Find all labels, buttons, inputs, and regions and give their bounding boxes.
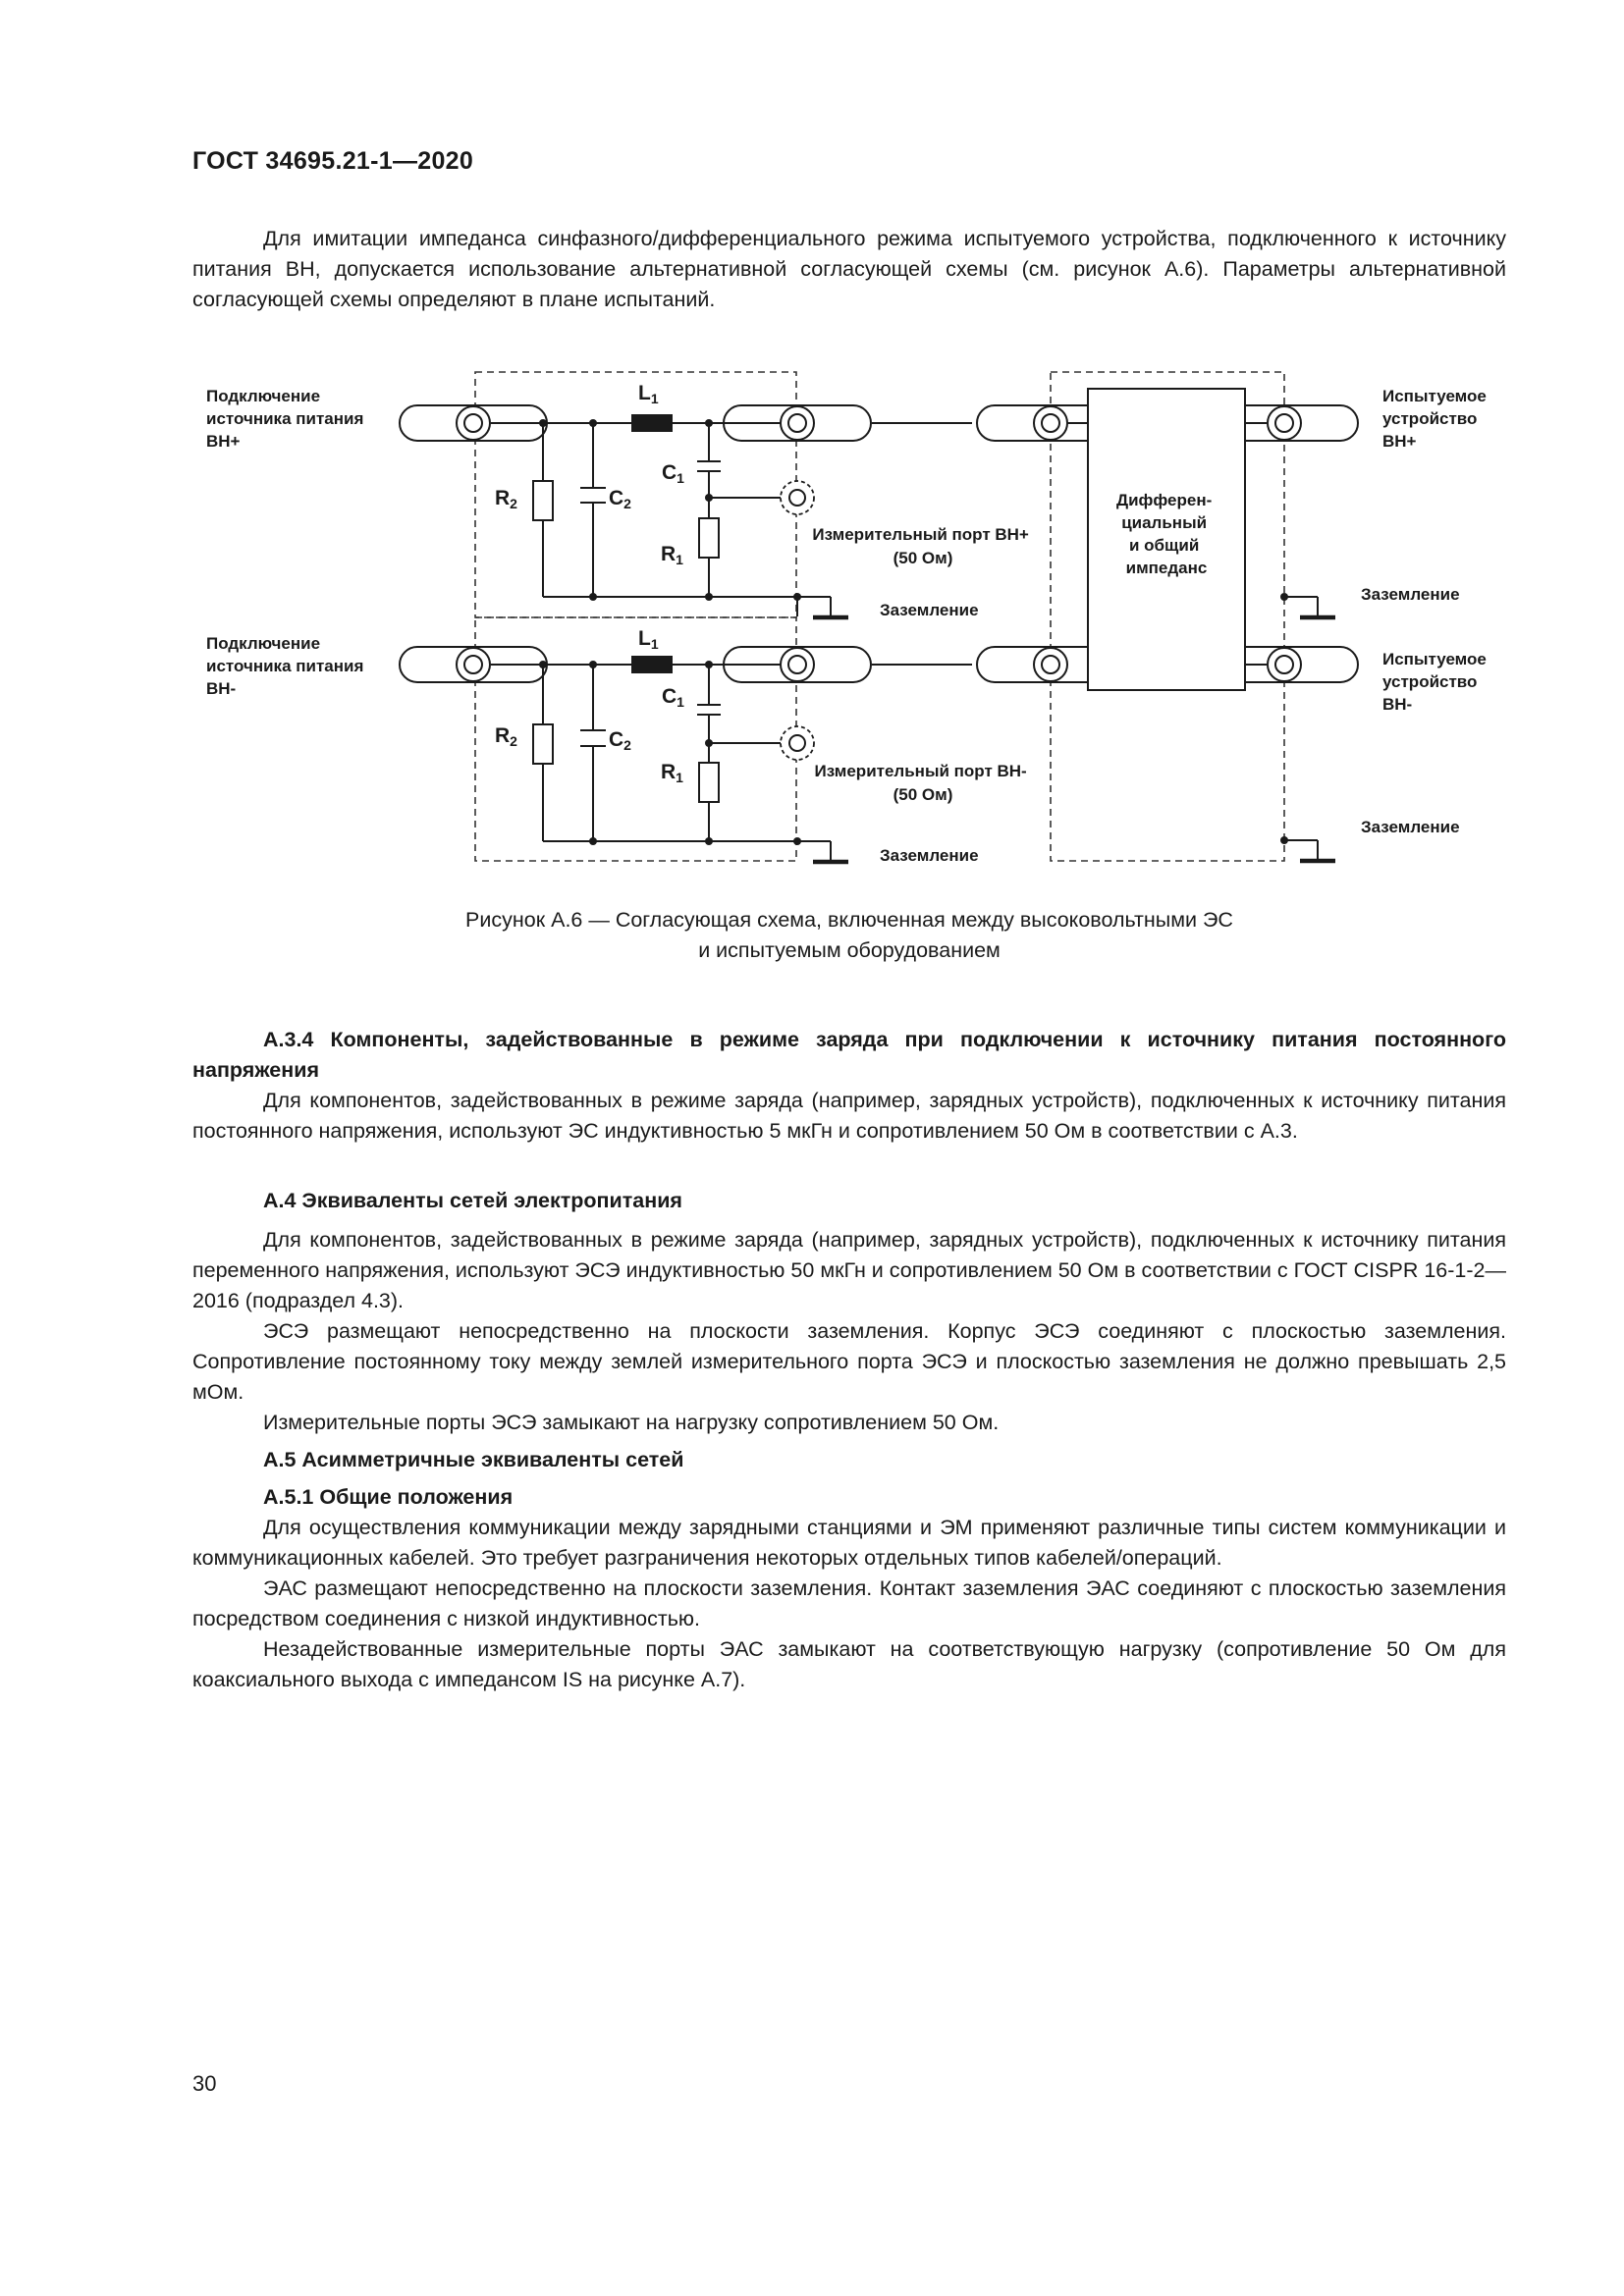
label-r2-plus: R2 bbox=[495, 487, 517, 511]
caption-line-2: и испытуемым оборудованием bbox=[698, 938, 1001, 962]
dashed-box-plus bbox=[474, 371, 797, 618]
inductor-l1-plus bbox=[631, 414, 673, 432]
label-l1-minus: L1 bbox=[638, 627, 659, 652]
resistor-r2-minus bbox=[532, 723, 554, 765]
section-a51-body: Для осуществления коммуникации между зар… bbox=[192, 1513, 1506, 1695]
label-l1-plus: L1 bbox=[638, 382, 659, 406]
ground-symbol-dut-plus bbox=[1280, 593, 1335, 617]
a4-paragraph-2: ЭСЭ размещают непосредственно на плоскос… bbox=[192, 1319, 1506, 1404]
section-a51-title: А.5.1 Общие положения bbox=[263, 1485, 514, 1509]
a34-paragraph-1: Для компонентов, задействованных в режим… bbox=[192, 1089, 1506, 1143]
label-ground-dut-plus: Заземление bbox=[1361, 585, 1460, 604]
section-a34-body: Для компонентов, задействованных в режим… bbox=[192, 1086, 1506, 1147]
impedance-box bbox=[1087, 388, 1246, 691]
section-a5-title: А.5 Асимметричные эквиваленты сетей bbox=[263, 1448, 684, 1471]
label-r1-plus: R1 bbox=[661, 543, 683, 567]
figure-a6-schematic: Дифферен- циальный и общий импеданс L1 C… bbox=[206, 371, 1491, 865]
label-r1-minus: R1 bbox=[661, 761, 683, 785]
measurement-port-connector-minus bbox=[780, 725, 815, 761]
label-r2-minus: R2 bbox=[495, 724, 517, 749]
label-c2-minus: C2 bbox=[609, 728, 631, 753]
figure-caption: Рисунок А.6 — Согласующая схема, включен… bbox=[192, 905, 1506, 966]
section-a4-body: Для компонентов, задействованных в режим… bbox=[192, 1225, 1506, 1438]
circuit-plus bbox=[491, 422, 1267, 616]
label-source-minus: Подключение источника питания ВН- bbox=[206, 634, 368, 698]
label-c1-minus: C1 bbox=[662, 685, 684, 710]
section-a34-title: А.3.4 Компоненты, задействованные в режи… bbox=[192, 1028, 1506, 1082]
resistor-r1-plus bbox=[698, 517, 720, 559]
section-a4-title: А.4 Эквиваленты сетей электропитания bbox=[263, 1189, 682, 1212]
document-header: ГОСТ 34695.21-1—2020 bbox=[192, 147, 474, 175]
label-dut-plus: Испытуемое устройство ВН+ bbox=[1382, 387, 1491, 451]
intro-text: Для имитации импеданса синфазного/диффер… bbox=[192, 227, 1506, 311]
a51-paragraph-1: Для осуществления коммуникации между зар… bbox=[192, 1516, 1506, 1570]
a4-paragraph-1: Для компонентов, задействованных в режим… bbox=[192, 1228, 1506, 1312]
a4-paragraph-3: Измерительные порты ЭСЭ замыкают на нагр… bbox=[263, 1411, 1000, 1434]
label-c1-plus: C1 bbox=[662, 461, 684, 486]
intro-paragraph: Для имитации импеданса синфазного/диффер… bbox=[192, 224, 1506, 315]
dashed-box-minus bbox=[474, 616, 797, 862]
caption-line-1: Рисунок А.6 — Согласующая схема, включен… bbox=[465, 908, 1233, 932]
a51-paragraph-3: Незадействованные измерительные порты ЭА… bbox=[192, 1637, 1506, 1691]
measurement-port-connector-plus bbox=[780, 480, 815, 515]
label-c2-plus: C2 bbox=[609, 487, 631, 511]
resistor-r1-minus bbox=[698, 762, 720, 803]
ground-symbol-minus bbox=[797, 841, 848, 862]
page-number: 30 bbox=[192, 2071, 217, 2096]
inductor-l1-minus bbox=[631, 656, 673, 673]
label-ground-plus: Заземление bbox=[880, 601, 979, 619]
ground-symbol-plus bbox=[797, 597, 848, 617]
impedance-box-label: Дифферен- циальный и общий импеданс bbox=[1116, 491, 1217, 577]
dashed-box-dut bbox=[1050, 371, 1285, 862]
label-ground-dut-minus: Заземление bbox=[1361, 818, 1460, 836]
ground-symbol-dut-minus bbox=[1280, 836, 1335, 861]
resistor-r2-plus bbox=[532, 480, 554, 521]
label-dut-minus: Испытуемое устройство ВН- bbox=[1382, 650, 1491, 714]
label-meas-port-minus: Измерительный порт ВН- (50 Ом) bbox=[815, 762, 1032, 804]
a51-paragraph-2: ЭАС размещают непосредственно на плоскос… bbox=[192, 1576, 1506, 1630]
junction-dots-plus bbox=[539, 419, 801, 601]
label-meas-port-plus: Измерительный порт ВН+ (50 Ом) bbox=[812, 525, 1033, 567]
label-source-plus: Подключение источника питания ВН+ bbox=[206, 387, 368, 451]
label-ground-minus: Заземление bbox=[880, 846, 979, 865]
